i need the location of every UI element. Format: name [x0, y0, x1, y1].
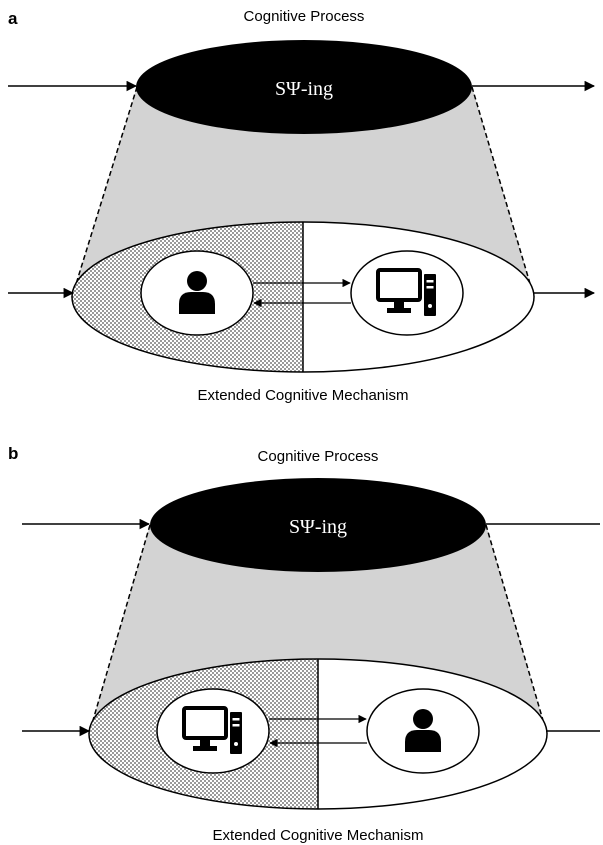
panel-letter-b: b [8, 444, 18, 463]
process-ellipse [136, 40, 472, 134]
cone-edge-right [471, 86, 535, 298]
panel-letter-a: a [8, 9, 18, 28]
component-node-right [350, 250, 464, 336]
cone-edge-right [485, 524, 548, 735]
extended-mechanism-label: Extended Cognitive Mechanism [198, 387, 409, 404]
cone-edge-left [71, 86, 138, 298]
process-label: SΨ-ing [289, 516, 347, 538]
extended-mechanism-label: Extended Cognitive Mechanism [213, 827, 424, 844]
cone-edge-left [88, 524, 151, 735]
process-ellipse [150, 478, 486, 572]
cognitive-process-label: Cognitive Process [258, 448, 379, 465]
cognitive-process-label: Cognitive Process [244, 8, 365, 25]
panel-a: a Cognitive Process SΨ-ing Extended Cogn… [8, 8, 596, 404]
process-label: SΨ-ing [275, 78, 333, 100]
component-node-left [156, 688, 270, 774]
panel-b: b Cognitive Process SΨ-ing Extended Cogn… [8, 444, 600, 844]
